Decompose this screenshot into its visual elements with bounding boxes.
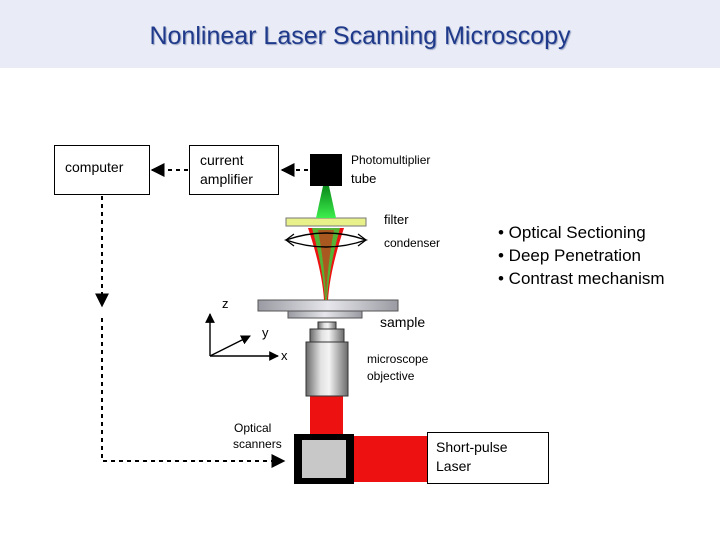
page-title: Nonlinear Laser Scanning Microscopy	[149, 22, 571, 50]
filter-plate	[285, 217, 367, 227]
laser-beam-horizontal	[352, 436, 432, 482]
objective-collar	[309, 328, 345, 343]
sample-slide	[257, 299, 399, 312]
laser-beam-vertical	[310, 396, 343, 436]
pmt-label-line2: tube	[351, 171, 377, 186]
axis-y-label: y	[262, 325, 269, 340]
sample-label: sample	[380, 314, 426, 330]
computer-to-scanner-line-loop	[101, 318, 286, 468]
sample-coverslip	[287, 310, 363, 319]
amplifier-label-line2: amplifier	[200, 171, 253, 187]
signal-beam	[316, 186, 336, 218]
laser-label-line2: Laser	[436, 458, 472, 474]
feature-item: • Deep Penetration	[498, 246, 641, 265]
condenser-label: condenser	[384, 236, 441, 250]
condenser-lens-back	[285, 233, 367, 247]
amplifier-label-line1: current	[200, 152, 244, 168]
computer-label: computer	[65, 159, 124, 175]
title-bar	[0, 0, 720, 68]
objective-label-line1: microscope	[367, 352, 429, 366]
current-amplifier-box: current amplifier	[189, 145, 279, 195]
axis-y-line	[209, 335, 251, 357]
feature-item: • Contrast mechanism	[498, 269, 665, 288]
filter-label: filter	[384, 212, 409, 227]
feature-item: • Optical Sectioning	[498, 223, 646, 242]
objective-body	[305, 341, 349, 397]
axis-x-label: x	[281, 348, 288, 363]
laser-label-line1: Short-pulse	[436, 439, 508, 455]
pmt-label-line1: Photomultiplier	[351, 153, 431, 167]
objective-label-line2: objective	[367, 369, 415, 383]
objective-tip	[317, 321, 337, 330]
scanners-label-line2: scanners	[233, 437, 282, 451]
short-pulse-laser-box: Short-pulse Laser	[427, 432, 549, 484]
optical-scanner-mirror	[302, 440, 346, 478]
scanners-label-line1: Optical	[234, 421, 272, 435]
computer-box: computer	[54, 145, 150, 195]
feature-list: • Optical Sectioning • Deep Penetration …	[498, 221, 665, 290]
axis-z-label: z	[222, 296, 229, 311]
photomultiplier-tube	[310, 154, 342, 186]
